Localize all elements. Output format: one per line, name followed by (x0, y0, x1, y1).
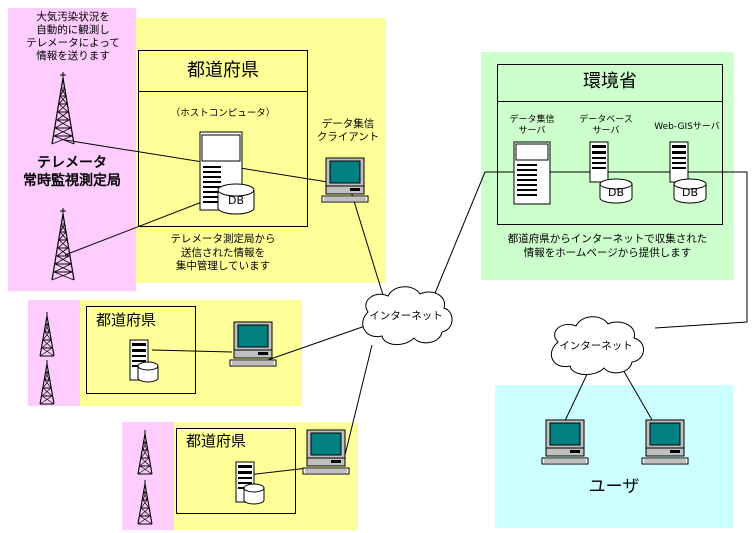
users-title: ユーザ (588, 477, 640, 497)
telemeter-region (8, 8, 136, 291)
web-gis-server-label: Web-GISサーバ (654, 122, 720, 132)
prefecture-3-box (176, 428, 296, 514)
station-label: テレメータ 常時監視測定局 (23, 155, 121, 189)
host-db-label: DB (227, 194, 245, 207)
users-region (495, 385, 733, 528)
data-client-label: データ集信 クライアント (316, 118, 380, 143)
data-collection-server-label: データ集信 サーバ (509, 115, 555, 136)
prefecture-main-title: 都道府県 (187, 60, 259, 81)
prefecture-3-antenna-region (122, 422, 174, 530)
database-server-db-label: DB (607, 186, 625, 199)
cloud-icon-2 (550, 316, 644, 375)
ministry-caption: 都道府県からインターネットで収集された 情報をホームページから提供します (507, 233, 708, 259)
prefecture-2-title: 都道府県 (96, 311, 157, 329)
prefecture-3-title: 都道府県 (186, 432, 247, 450)
web-gis-server-icon (669, 141, 707, 204)
web-gis-db-label: DB (681, 186, 699, 199)
internet-label-2: インターネット (559, 340, 633, 352)
host-database-icon (217, 183, 255, 215)
internet-label-1: インターネット (369, 310, 443, 322)
prefecture-2-box (86, 306, 196, 394)
ministry-title: 環境省 (583, 71, 637, 92)
host-computer-label: （ホストコンピュータ） (170, 108, 276, 119)
prefecture-main-region (136, 18, 386, 283)
database-server-label: データベース サーバ (579, 115, 633, 136)
prefecture-main-host-box (138, 91, 308, 227)
data-collection-server-icon (513, 141, 551, 205)
telemeter-note: 大気汚染状況を 自動的に観測し テレメータによって 情報を送ります (26, 11, 120, 62)
prefecture-main-caption: テレメータ測定局から 送信された情報を 集中管理しています (170, 233, 276, 272)
ministry-servers-box (497, 101, 723, 225)
database-server-icon (589, 141, 633, 204)
cloud-icon-1 (362, 286, 453, 345)
